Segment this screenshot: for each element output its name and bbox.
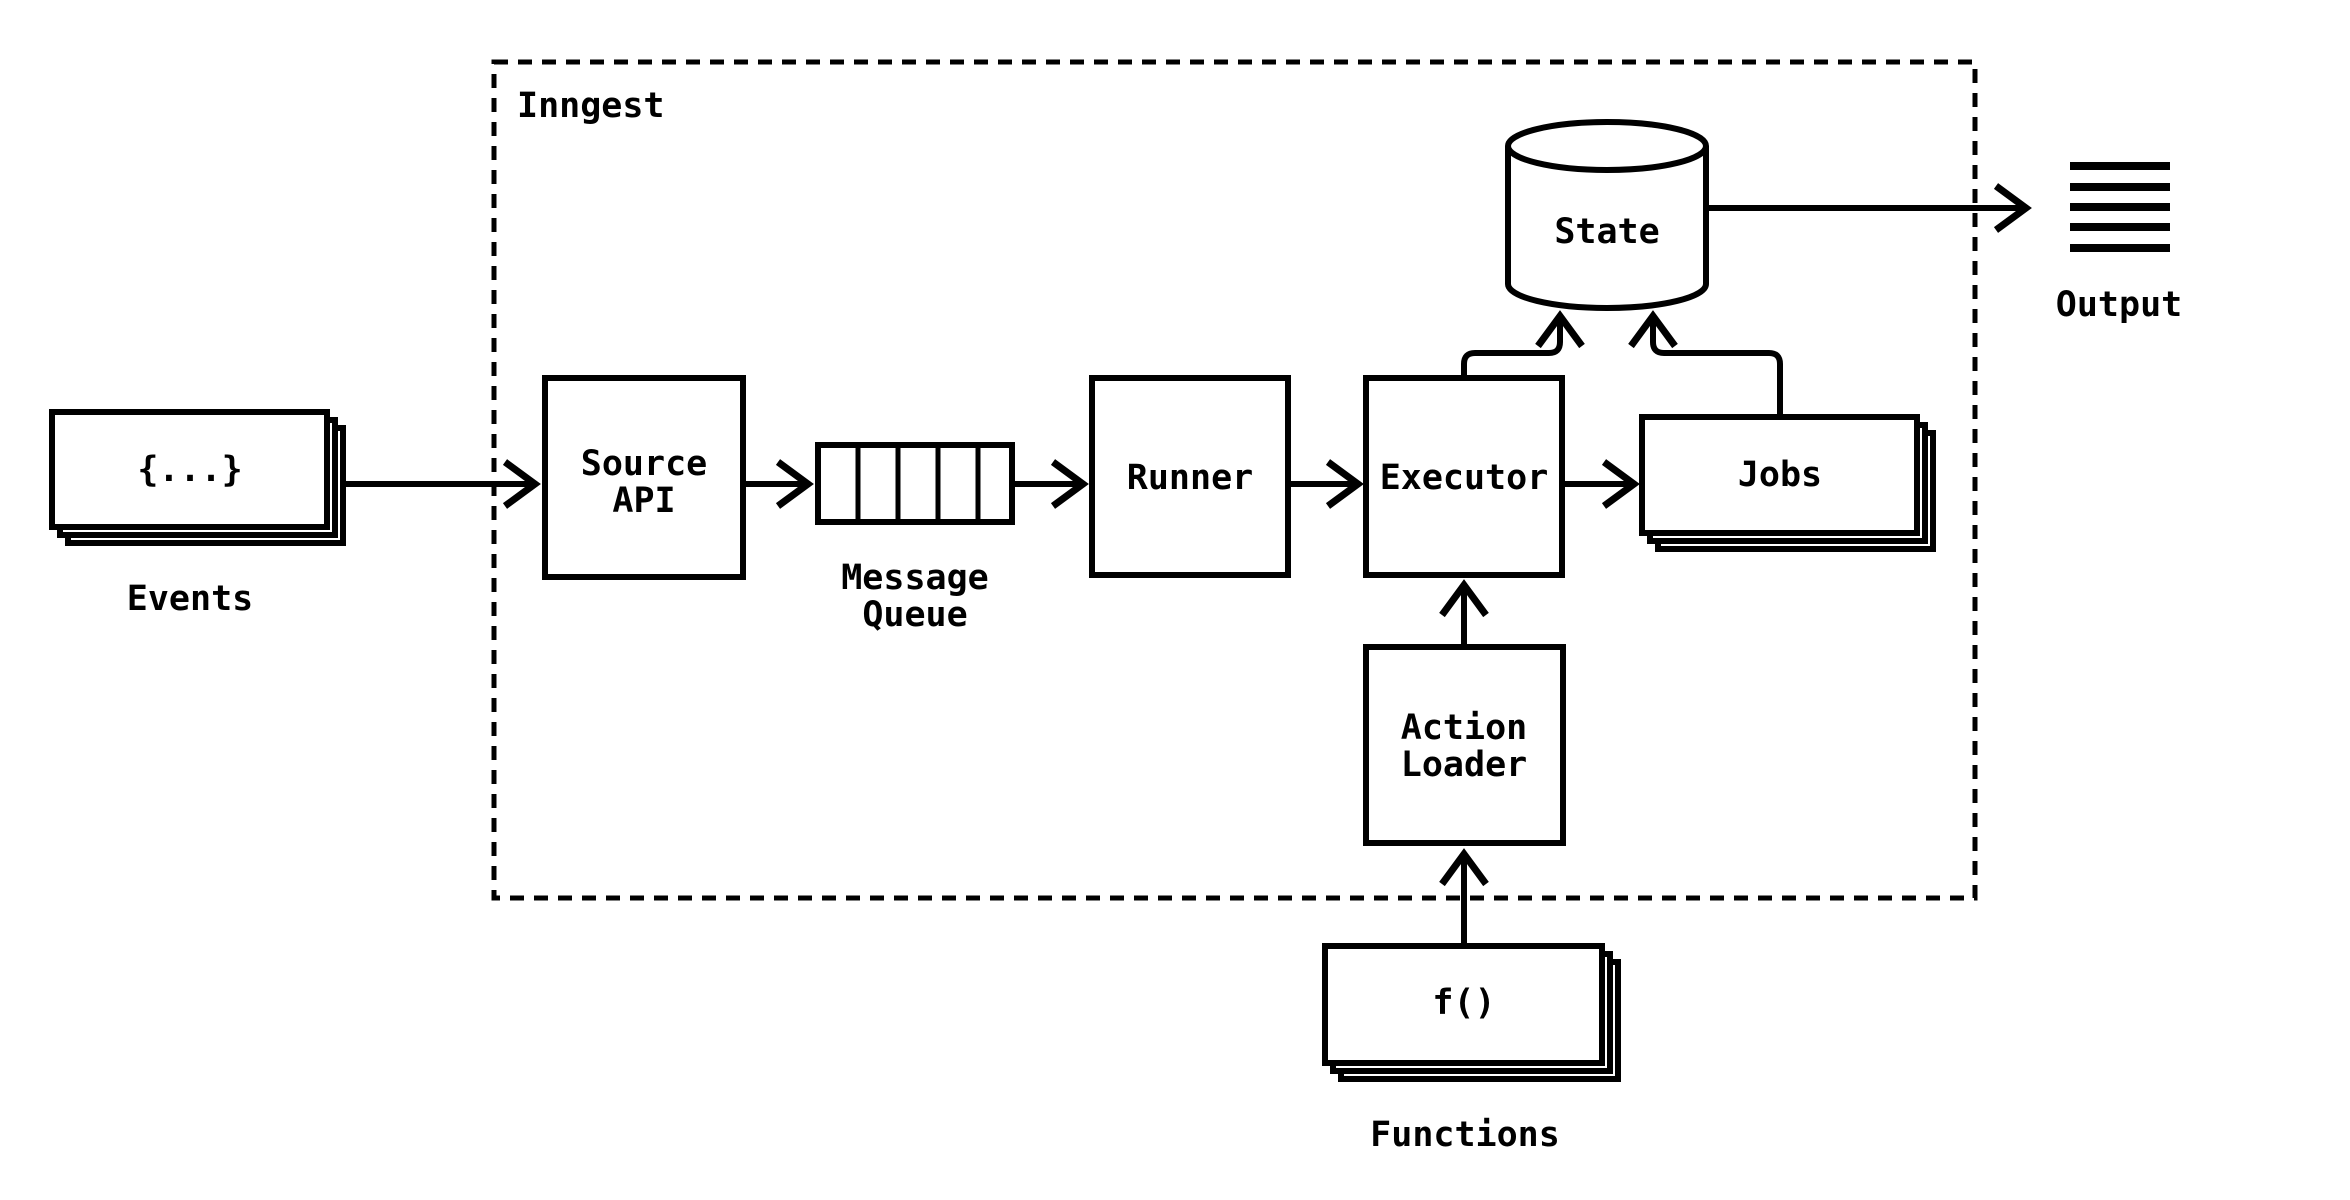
functions-code-label: f() bbox=[1432, 983, 1495, 1023]
cylinder-top bbox=[1505, 119, 1709, 173]
output-icon bbox=[2070, 162, 2170, 252]
arrow-executor-to-state bbox=[1461, 310, 1585, 378]
functions-caption: Functions bbox=[1370, 1115, 1560, 1155]
runner-box bbox=[1089, 375, 1291, 578]
cylinder-body bbox=[1505, 146, 1709, 311]
executor-box bbox=[1363, 375, 1565, 578]
jobs-card bbox=[1639, 414, 1920, 536]
message-queue-caption-line2: Queue bbox=[862, 595, 967, 635]
inngest-label: Inngest bbox=[517, 86, 665, 126]
functions-card bbox=[1322, 943, 1605, 1066]
events-stack: {...} bbox=[49, 409, 346, 546]
source-api-label-line1: Source bbox=[581, 444, 707, 484]
output-caption: Output bbox=[2056, 285, 2182, 325]
jobs-stack: Jobs bbox=[1639, 414, 1936, 552]
events-caption: Events bbox=[127, 579, 253, 619]
events-json-label: {...} bbox=[137, 450, 242, 490]
queue-box bbox=[815, 442, 1015, 525]
events-card bbox=[49, 409, 330, 530]
arrow-jobs-to-state bbox=[1628, 310, 1783, 417]
action-loader-label-line1: Action bbox=[1401, 708, 1527, 748]
state-label: State bbox=[1554, 212, 1659, 252]
jobs-label: Jobs bbox=[1738, 455, 1822, 495]
state-cylinder: State bbox=[1505, 119, 1709, 311]
runner-label: Runner bbox=[1127, 458, 1253, 498]
executor-label: Executor bbox=[1380, 458, 1549, 498]
runner-node: Runner bbox=[1089, 375, 1291, 578]
message-queue-node bbox=[815, 442, 1015, 525]
source-api-node: Source API bbox=[542, 375, 746, 580]
action-loader-node: Action Loader bbox=[1363, 644, 1566, 846]
source-api-box bbox=[542, 375, 746, 580]
source-api-label-line2: API bbox=[612, 481, 675, 521]
inngest-boundary bbox=[491, 59, 1978, 901]
functions-stack: f() bbox=[1322, 943, 1621, 1082]
message-queue-caption-line1: Message bbox=[841, 558, 989, 598]
action-loader-label-line2: Loader bbox=[1401, 745, 1527, 785]
executor-node: Executor bbox=[1363, 375, 1565, 578]
